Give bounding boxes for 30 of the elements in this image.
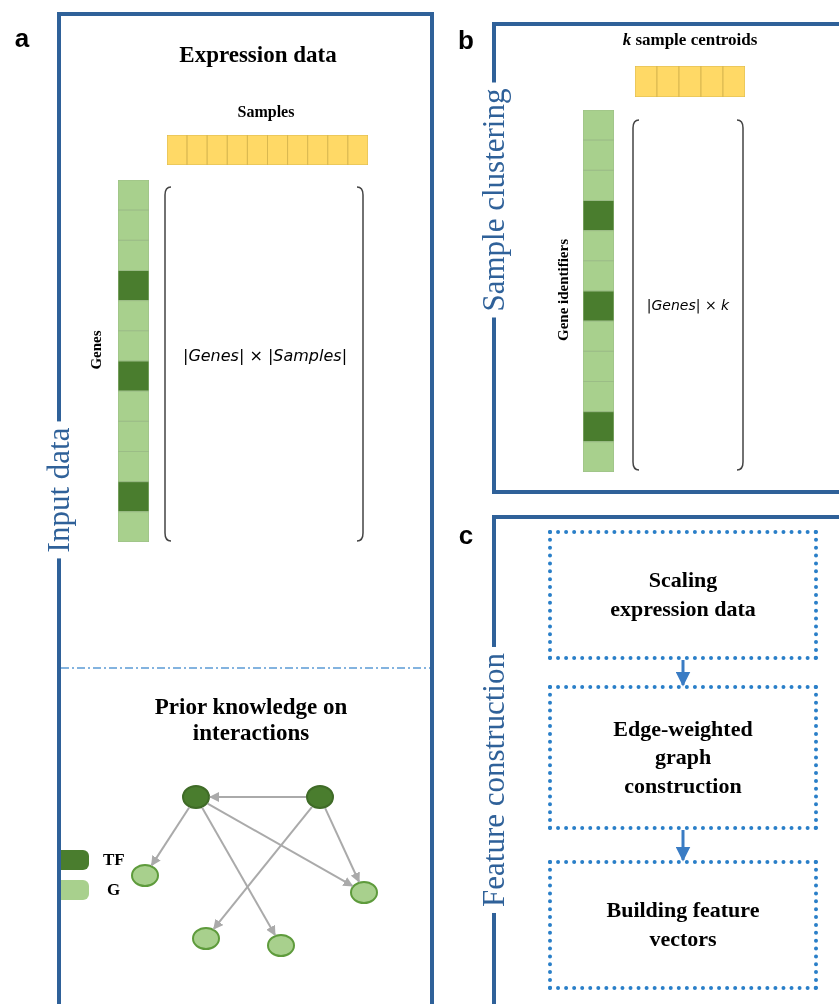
regulator-node bbox=[182, 785, 210, 809]
legend-label: G bbox=[107, 880, 121, 900]
axis-label: k sample centroids bbox=[622, 30, 758, 50]
matrix-label: |Genes| × |Samples| bbox=[183, 345, 347, 365]
axis-label: Gene identifiers bbox=[554, 238, 572, 342]
panel-letter: c bbox=[458, 519, 474, 551]
axis-label: Genes bbox=[87, 330, 105, 370]
arrow bbox=[150, 806, 191, 867]
arrow bbox=[675, 660, 691, 687]
matrix-label: |Genes| × k bbox=[646, 297, 730, 313]
process-box: Edge-weighted graph construction bbox=[548, 685, 818, 830]
gene-node bbox=[131, 864, 159, 887]
arrow bbox=[212, 805, 314, 930]
arrow bbox=[201, 806, 277, 937]
arrow bbox=[206, 802, 354, 887]
arrow bbox=[324, 807, 361, 883]
process-box: Scaling expression data bbox=[548, 530, 818, 660]
section-heading: Prior knowledge on interactions bbox=[153, 694, 349, 746]
arrow bbox=[675, 830, 691, 862]
section-heading: Expression data bbox=[179, 42, 337, 68]
process-box: Building feature vectors bbox=[548, 860, 818, 990]
gene-node bbox=[350, 881, 378, 904]
axis-label: Samples bbox=[237, 103, 295, 121]
gene-node bbox=[267, 934, 295, 957]
regulator-node bbox=[306, 785, 334, 809]
panel-letter: a bbox=[14, 22, 30, 54]
panel-letter: b bbox=[458, 24, 474, 56]
legend-label: TF bbox=[103, 850, 125, 870]
gene-node bbox=[192, 927, 220, 950]
arrow bbox=[209, 792, 307, 802]
